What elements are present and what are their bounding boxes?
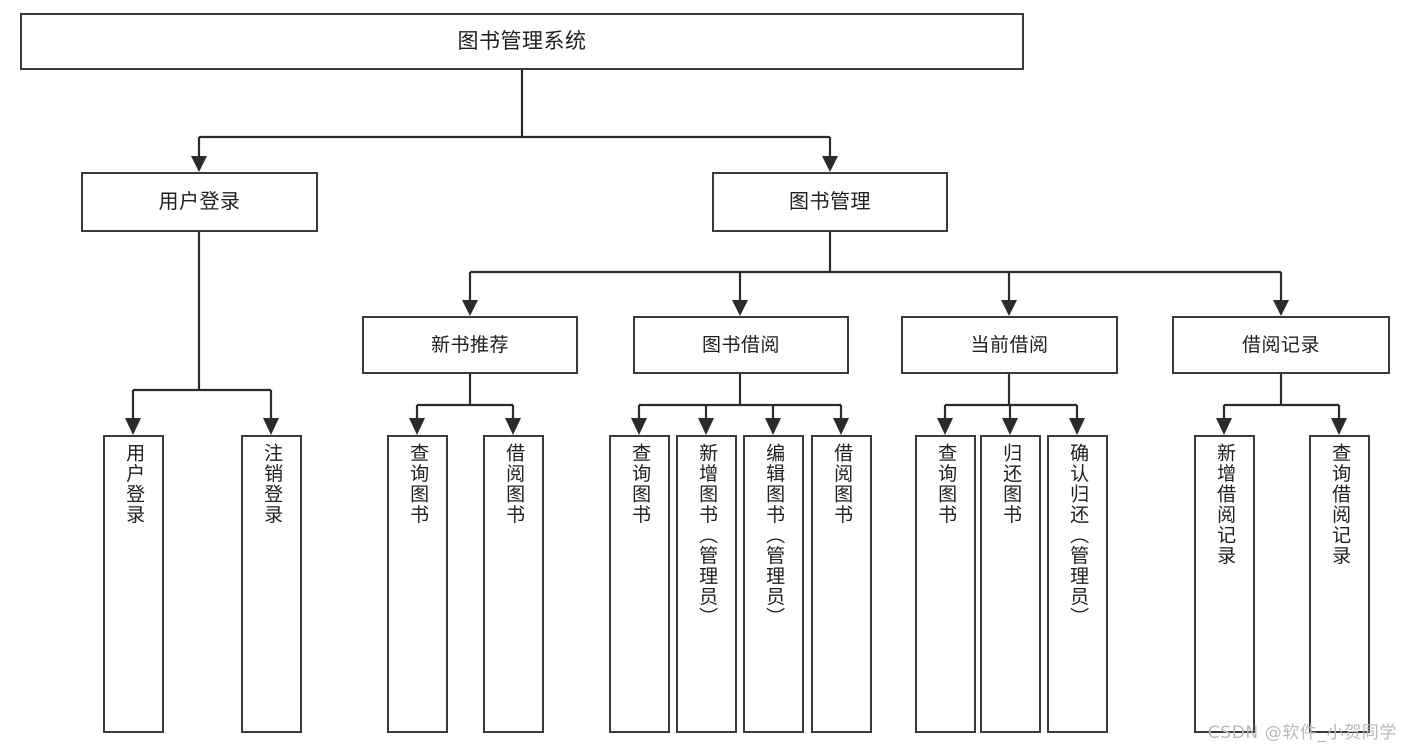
node-label: 用户登录	[123, 443, 146, 525]
node-label: 注销登录	[261, 443, 284, 525]
node-book-management[interactable]: 图书管理	[712, 172, 948, 232]
arrowhead-leaf-current-borrow-2	[1002, 418, 1018, 435]
arrowhead-borrow-record	[1273, 300, 1289, 316]
leaf-borrow-record-query[interactable]: 查询借阅记录	[1309, 435, 1370, 733]
arrowhead-leaf-book-borrow-4	[833, 418, 849, 435]
node-label: 借阅记录	[1241, 333, 1320, 356]
node-label: 查询图书	[935, 443, 958, 525]
node-label: 图书管理系统	[457, 29, 587, 54]
leaf-user-login-logout[interactable]: 注销登录	[241, 435, 302, 733]
leaf-borrow-record-add[interactable]: 新增借阅记录	[1194, 435, 1255, 733]
node-label: 新增借阅记录	[1214, 443, 1237, 566]
node-label: 用户登录	[158, 189, 241, 214]
node-label: 图书管理	[789, 189, 871, 214]
leaf-current-borrow-return[interactable]: 归还图书	[980, 435, 1041, 733]
node-label: 借阅图书	[831, 443, 854, 525]
node-label: 新增图书（管理员）	[696, 443, 719, 628]
node-label: 当前借阅	[970, 333, 1049, 356]
leaf-new-book-query[interactable]: 查询图书	[387, 435, 448, 733]
arrowhead-leaf-book-borrow-2	[698, 418, 714, 435]
node-label: 图书借阅	[701, 333, 780, 356]
arrowhead-leaf-book-borrow-3	[765, 418, 781, 435]
node-label: 归还图书	[1000, 443, 1023, 525]
leaf-current-borrow-confirm-return[interactable]: 确认归还（管理员）	[1047, 435, 1108, 733]
leaf-book-borrow-add[interactable]: 新增图书（管理员）	[676, 435, 737, 733]
node-root-book-management-system[interactable]: 图书管理系统	[20, 13, 1024, 70]
arrowhead-current-borrow	[1001, 300, 1017, 316]
node-label: 查询图书	[629, 443, 652, 525]
leaf-book-borrow-borrow[interactable]: 借阅图书	[811, 435, 872, 733]
leaf-book-borrow-query[interactable]: 查询图书	[609, 435, 670, 733]
arrowhead-leaf-borrow-record-1	[1216, 418, 1232, 435]
arrowhead-leaf-user-login-2	[263, 418, 279, 435]
arrowhead-new-book	[462, 300, 478, 316]
node-borrow-record[interactable]: 借阅记录	[1172, 316, 1390, 374]
arrowhead-leaf-new-book-2	[505, 418, 521, 435]
arrowhead-leaf-current-borrow-3	[1069, 418, 1085, 435]
arrowhead-user-login	[191, 156, 207, 172]
arrowhead-book-mgmt	[822, 156, 838, 172]
leaf-book-borrow-edit[interactable]: 编辑图书（管理员）	[743, 435, 804, 733]
node-book-borrow[interactable]: 图书借阅	[633, 316, 849, 374]
arrowhead-leaf-user-login-1	[125, 418, 141, 435]
node-current-borrow[interactable]: 当前借阅	[901, 316, 1118, 374]
node-new-book-recommend[interactable]: 新书推荐	[362, 316, 578, 374]
arrowhead-leaf-book-borrow-1	[631, 418, 647, 435]
arrowhead-leaf-new-book-1	[409, 418, 425, 435]
node-label: 查询图书	[407, 443, 430, 525]
arrowhead-leaf-borrow-record-2	[1331, 418, 1347, 435]
node-label: 新书推荐	[430, 333, 509, 356]
arrowhead-book-borrow	[732, 300, 748, 316]
leaf-current-borrow-query[interactable]: 查询图书	[915, 435, 976, 733]
arrowhead-leaf-current-borrow-1	[937, 418, 953, 435]
node-label: 借阅图书	[503, 443, 526, 525]
leaf-new-book-borrow[interactable]: 借阅图书	[483, 435, 544, 733]
node-label: 确认归还（管理员）	[1067, 443, 1090, 628]
node-user-login[interactable]: 用户登录	[81, 172, 318, 232]
node-label: 编辑图书（管理员）	[763, 443, 786, 628]
csdn-watermark: CSDN @软件_小贺同学	[1207, 723, 1397, 743]
leaf-user-login-login[interactable]: 用户登录	[103, 435, 164, 733]
node-label: 查询借阅记录	[1329, 443, 1352, 566]
